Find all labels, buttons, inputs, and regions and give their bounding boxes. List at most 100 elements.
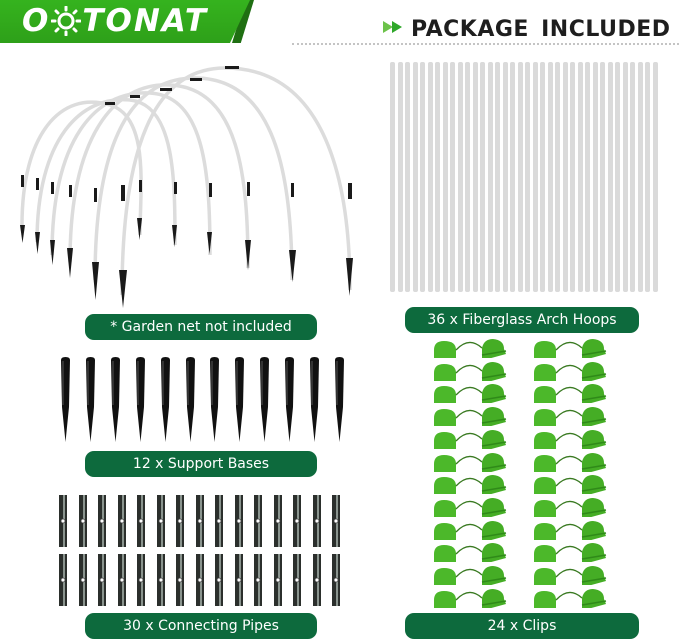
support-stake-icon bbox=[185, 357, 196, 442]
fiberglass-hoops-badge: 36 x Fiberglass Arch Hoops bbox=[405, 307, 639, 333]
clip-icon bbox=[432, 338, 507, 360]
fiberglass-rod-icon bbox=[615, 62, 620, 292]
fiberglass-rod-icon bbox=[562, 62, 568, 292]
fiberglass-rod-icon bbox=[390, 62, 395, 292]
connecting-pipes-row-1 bbox=[58, 495, 341, 547]
fiberglass-rod-icon bbox=[427, 62, 433, 292]
support-stake-icon bbox=[135, 357, 146, 442]
fiberglass-rod-icon bbox=[645, 62, 650, 292]
connecting-pipe-icon bbox=[331, 495, 341, 547]
connecting-pipe-icon bbox=[234, 495, 244, 547]
connecting-pipe-icon bbox=[214, 495, 224, 547]
fiberglass-rod-icon bbox=[450, 62, 455, 292]
clip-icon bbox=[532, 361, 607, 383]
fiberglass-rod-icon bbox=[585, 62, 590, 292]
double-play-arrow-icon bbox=[383, 20, 405, 39]
sun-icon bbox=[50, 5, 82, 37]
connecting-pipe-icon bbox=[195, 495, 205, 547]
fiberglass-rod-icon bbox=[555, 62, 560, 292]
fiberglass-rod-icon bbox=[577, 62, 583, 292]
fiberglass-rod-icon bbox=[412, 62, 418, 292]
support-stake-icon bbox=[85, 357, 96, 442]
clips-badge: 24 x Clips bbox=[405, 613, 639, 639]
connecting-pipe-icon bbox=[175, 554, 185, 606]
fiberglass-rod-icon bbox=[540, 62, 545, 292]
clip-icon bbox=[532, 474, 607, 497]
fiberglass-rod-icon bbox=[510, 62, 515, 292]
connecting-pipe-icon bbox=[331, 554, 341, 606]
fiberglass-rod-icon bbox=[600, 62, 605, 292]
connecting-pipe-icon bbox=[253, 495, 263, 547]
fiberglass-rod-icon bbox=[442, 62, 448, 292]
fiberglass-rod-icon bbox=[547, 62, 553, 292]
connecting-pipe-icon bbox=[117, 495, 127, 547]
clip-icon bbox=[432, 520, 507, 542]
garden-hoop-arch-illustration bbox=[0, 55, 370, 310]
connecting-pipe-icon bbox=[78, 495, 88, 547]
connecting-pipe-icon bbox=[136, 495, 146, 547]
connecting-pipe-icon bbox=[97, 495, 107, 547]
support-stake-icon bbox=[259, 357, 270, 442]
support-stake-icon bbox=[160, 357, 171, 442]
support-stake-icon bbox=[284, 357, 295, 442]
connecting-pipe-icon bbox=[156, 495, 166, 547]
logo-letters: TONAT bbox=[82, 3, 208, 39]
fiberglass-rod-icon bbox=[532, 62, 538, 292]
clip-icon bbox=[432, 565, 507, 588]
clip-icon bbox=[532, 520, 607, 542]
connecting-pipe-icon bbox=[253, 554, 263, 606]
support-stake-icon bbox=[110, 357, 121, 442]
clip-icon bbox=[532, 565, 607, 588]
fiberglass-rod-icon bbox=[525, 62, 530, 292]
fiberglass-rod-icon bbox=[397, 62, 403, 292]
clip-icon bbox=[532, 338, 607, 360]
connecting-pipe-icon bbox=[273, 554, 283, 606]
fiberglass-rods-group bbox=[390, 62, 658, 292]
clip-icon bbox=[432, 452, 507, 474]
connecting-pipe-icon bbox=[312, 554, 322, 606]
support-stake-icon bbox=[60, 357, 71, 442]
fiberglass-rod-icon bbox=[420, 62, 425, 292]
fiberglass-rod-icon bbox=[457, 62, 463, 292]
connecting-pipes-badge: 30 x Connecting Pipes bbox=[85, 613, 317, 639]
connecting-pipe-icon bbox=[117, 554, 127, 606]
logo-banner bbox=[0, 0, 250, 43]
connecting-pipe-icon bbox=[78, 554, 88, 606]
clip-icon bbox=[532, 542, 607, 565]
clip-icon bbox=[532, 429, 607, 451]
fiberglass-rod-icon bbox=[570, 62, 575, 292]
connecting-pipe-icon bbox=[195, 554, 205, 606]
clip-icon bbox=[432, 429, 507, 451]
connecting-pipe-icon bbox=[136, 554, 146, 606]
clip-icon bbox=[532, 383, 607, 406]
fiberglass-rod-icon bbox=[487, 62, 493, 292]
clip-icon bbox=[432, 474, 507, 497]
support-bases-group bbox=[60, 357, 345, 444]
support-stake-icon bbox=[334, 357, 345, 442]
connecting-pipe-icon bbox=[58, 495, 68, 547]
connecting-pipe-icon bbox=[312, 495, 322, 547]
fiberglass-rod-icon bbox=[435, 62, 440, 292]
fiberglass-rod-icon bbox=[592, 62, 598, 292]
fiberglass-rod-icon bbox=[652, 62, 658, 292]
package-included-heading: PACKAGE INCLUDED bbox=[383, 14, 671, 44]
brand-logo: O TONAT bbox=[22, 3, 208, 39]
logo-letter-o: O bbox=[22, 3, 51, 39]
clip-icon bbox=[432, 542, 507, 565]
fiberglass-rod-icon bbox=[630, 62, 635, 292]
connecting-pipe-icon bbox=[273, 495, 283, 547]
fiberglass-rod-icon bbox=[405, 62, 410, 292]
connecting-pipe-icon bbox=[214, 554, 224, 606]
support-bases-badge: 12 x Support Bases bbox=[85, 451, 317, 477]
clips-column-2 bbox=[532, 338, 607, 610]
connecting-pipe-icon bbox=[292, 495, 302, 547]
clip-icon bbox=[432, 588, 507, 610]
fiberglass-rod-icon bbox=[517, 62, 523, 292]
fiberglass-rod-icon bbox=[607, 62, 613, 292]
connecting-pipe-icon bbox=[97, 554, 107, 606]
support-stake-icon bbox=[209, 357, 220, 442]
fiberglass-rod-icon bbox=[480, 62, 485, 292]
clips-column-1 bbox=[432, 338, 507, 610]
connecting-pipe-icon bbox=[175, 495, 185, 547]
fiberglass-rod-icon bbox=[495, 62, 500, 292]
